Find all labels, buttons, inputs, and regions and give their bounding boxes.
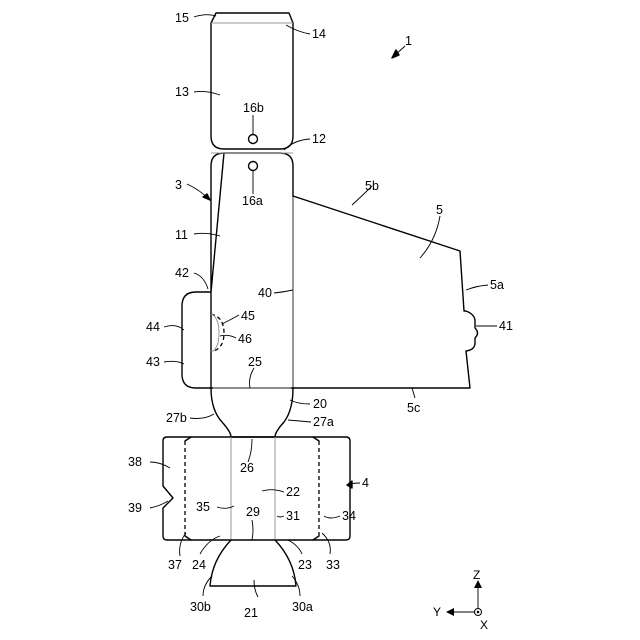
ref-34: 34: [342, 509, 356, 523]
ref-40: 40: [258, 286, 272, 300]
ref-39: 39: [128, 501, 142, 515]
ref-1: 1: [405, 34, 412, 48]
ref-23: 23: [298, 558, 312, 572]
ref-5: 5: [436, 203, 443, 217]
ref-43: 43: [146, 355, 160, 369]
ref-15: 15: [175, 11, 189, 25]
ref-3: 3: [175, 178, 182, 192]
ref-5a: 5a: [490, 278, 504, 292]
ref-38: 38: [128, 455, 142, 469]
axis-z-label: Z: [473, 568, 480, 582]
ref-25: 25: [248, 355, 262, 369]
ref-27b: 27b: [166, 411, 187, 425]
ref-5b: 5b: [365, 179, 379, 193]
ref-27a: 27a: [313, 415, 334, 429]
ref-30b: 30b: [190, 600, 211, 614]
hole-16b: [249, 135, 258, 144]
ref-16b: 16b: [243, 101, 264, 115]
ref-30a: 30a: [292, 600, 313, 614]
ref-41: 41: [499, 319, 513, 333]
band-4: [163, 437, 350, 540]
ref-4: 4: [362, 476, 369, 490]
ref-22: 22: [286, 485, 300, 499]
perforation-46: [211, 314, 224, 352]
ref-46: 46: [238, 332, 252, 346]
ref-42: 42: [175, 266, 189, 280]
coordinate-axes: Z Y X: [433, 568, 488, 632]
ref-29: 29: [246, 505, 260, 519]
ref-12: 12: [312, 132, 326, 146]
ref-45: 45: [241, 309, 255, 323]
ref-31: 31: [286, 509, 300, 523]
axis-x-label: X: [480, 618, 488, 632]
ref-35: 35: [196, 500, 210, 514]
ref-5c: 5c: [407, 401, 420, 415]
ref-44: 44: [146, 320, 160, 334]
ref-13: 13: [175, 85, 189, 99]
panel-5: [293, 196, 478, 388]
reference-numerals: 15 14 13 16b 12 3 16a 11 42 40 45 44 46 …: [128, 11, 513, 620]
ref-26: 26: [240, 461, 254, 475]
ref-11: 11: [175, 228, 188, 242]
axis-y-label: Y: [433, 605, 441, 619]
ref-24: 24: [192, 558, 206, 572]
hole-16a: [249, 162, 258, 171]
ref-16a: 16a: [242, 194, 263, 208]
ref-14: 14: [312, 27, 326, 41]
panel-11: [182, 153, 293, 388]
ref-20: 20: [313, 397, 327, 411]
ref-33: 33: [326, 558, 340, 572]
bottom-flap-21: [210, 540, 296, 586]
ref-37: 37: [168, 558, 182, 572]
top-panel-13: [211, 13, 293, 149]
neck-20: [211, 388, 293, 437]
ref-21: 21: [244, 606, 258, 620]
